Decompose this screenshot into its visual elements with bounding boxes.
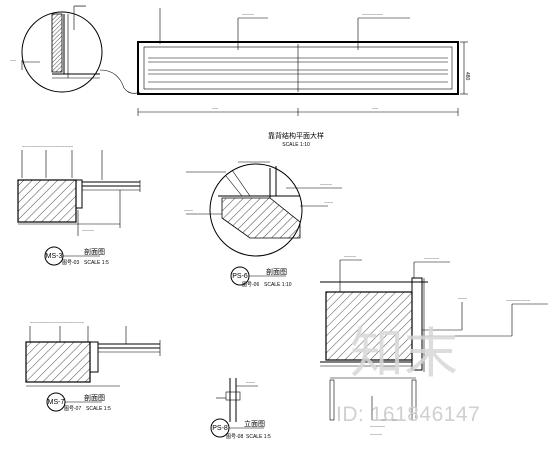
- svg-text:┈┈┈: ┈┈┈: [324, 200, 333, 206]
- ms7-tag: MS-7: [48, 399, 65, 406]
- ms7-ref: 图号-07: [64, 406, 81, 412]
- watermark: 知末 ID: 161846147: [336, 322, 480, 426]
- svg-text:┈┈┈: ┈┈┈: [184, 208, 193, 214]
- ps6-ref: 图号-06: [242, 282, 259, 288]
- ps8-tag: PS-8: [212, 425, 228, 432]
- ps8-title: 立面图: [244, 419, 265, 428]
- svg-text:┈┈┈┈┈┈┈┈┈┈┈┈┈┈┈┈┈┈: ┈┈┈┈┈┈┈┈┈┈┈┈┈┈┈┈┈┈: [30, 320, 84, 326]
- section-ps6: ┈┈┈ ┈┈┈┈ ┈┈┈ PS-6 剖面图 图号-06 SCALE 1:10: [184, 161, 342, 288]
- section-ms7: ┈┈┈┈┈┈┈┈┈┈┈┈┈┈┈┈┈┈ MS-7 剖面图 图号-07 SCALE …: [25, 320, 161, 412]
- watermark-id: ID: 161846147: [336, 403, 480, 426]
- watermark-brand: 知末: [350, 322, 458, 385]
- ms3-scale: SCALE 1:5: [84, 260, 109, 266]
- corner-detail-circle: ┈┈ ┈┈┈: [10, 4, 141, 94]
- ms3-title: 剖面图: [84, 247, 105, 256]
- ps6-scale: SCALE 1:10: [264, 282, 292, 288]
- ms3-ref: 图号-03: [62, 260, 79, 266]
- ms7-scale: SCALE 1:5: [86, 406, 111, 412]
- svg-text:┈┈┈┈: ┈┈┈┈: [370, 432, 382, 438]
- svg-text:┈┈┈: ┈┈┈: [458, 296, 467, 302]
- ps8-ref: 图号-08: [226, 434, 243, 440]
- ps6-tag: PS-6: [232, 273, 248, 280]
- ms7-title: 剖面图: [84, 393, 105, 402]
- svg-text:┈┈: ┈┈: [372, 106, 378, 112]
- svg-text:┈┈┈┈┈┈┈┈┈┈┈┈┈┈┈┈┈: ┈┈┈┈┈┈┈┈┈┈┈┈┈┈┈┈┈: [22, 144, 73, 150]
- svg-text:┈┈┈┈: ┈┈┈┈: [344, 254, 356, 260]
- svg-text:┈┈┈┈: ┈┈┈┈: [242, 12, 254, 18]
- svg-text:┈┈┈┈┈: ┈┈┈┈┈: [370, 424, 385, 430]
- section-ps8: ┈┈┈ PS-8 立面图 图号-08 SCALE 1:5: [210, 378, 271, 440]
- svg-text:┈┈┈┈: ┈┈┈┈: [82, 228, 94, 234]
- svg-text:┈┈┈┈┈┈┈: ┈┈┈┈┈┈┈: [362, 12, 383, 18]
- ms3-tag: MS-3: [46, 253, 63, 260]
- svg-text:┈┈┈┈┈: ┈┈┈┈┈: [424, 256, 439, 262]
- backrest-plan-view: ┈┈┈┈ ┈┈┈┈┈┈┈ 480 ┈┈ ┈┈ 靠背结构平面大样 SCALE 1:…: [137, 8, 470, 148]
- svg-text:┈┈┈┈┈┈┈┈: ┈┈┈┈┈┈┈┈: [506, 298, 530, 304]
- section-ms3: ┈┈┈┈┈┈┈┈┈┈┈┈┈┈┈┈┈ ┈┈┈┈ MS-3 剖面图 图号-03 SC…: [17, 144, 141, 266]
- svg-text:┈┈: ┈┈: [10, 58, 16, 64]
- plan-height-dimension: 480: [464, 72, 470, 81]
- svg-text:┈┈┈: ┈┈┈: [246, 380, 255, 386]
- ps8-scale: SCALE 1:5: [246, 434, 271, 440]
- plan-scale: SCALE 1:10: [282, 142, 310, 148]
- svg-text:┈┈: ┈┈: [212, 106, 218, 112]
- ps6-title: 剖面图: [266, 267, 287, 276]
- large-section-detail: ┈┈┈┈ ┈┈┈┈┈ ┈┈┈┈┈┈┈┈ ┈┈┈ ┈┈┈┈┈ ┈┈┈┈: [320, 254, 548, 438]
- plan-title: 靠背结构平面大样: [268, 131, 324, 140]
- svg-text:┈┈┈: ┈┈┈: [76, 4, 85, 10]
- svg-text:┈┈┈┈: ┈┈┈┈: [320, 182, 332, 188]
